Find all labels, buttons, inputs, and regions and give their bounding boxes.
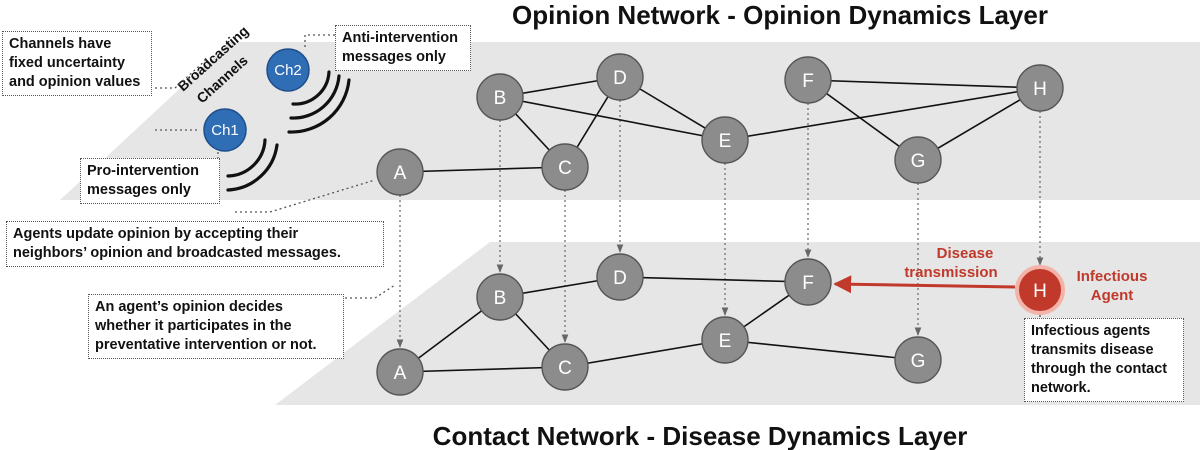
note-line: whether it participates in the — [95, 318, 292, 334]
disease-transmission-arrow — [833, 275, 1016, 294]
opinion-node-label: F — [802, 71, 814, 92]
opinion-node-E: E — [701, 116, 749, 164]
note-line: messages only — [87, 182, 191, 198]
contact-node-H: H — [1015, 265, 1065, 315]
contact-node-circle — [476, 273, 524, 321]
opinion-node-label: E — [719, 131, 732, 152]
contact-node-D: D — [596, 253, 644, 301]
contact-node-label: E — [719, 331, 732, 352]
note-agents-update: Agents update opinion by accepting their… — [6, 221, 384, 267]
opinion-node-D: D — [596, 53, 644, 101]
opinion-edge-B-E — [499, 96, 726, 141]
note-line: and opinion values — [9, 74, 141, 90]
contact-node-circle — [376, 348, 424, 396]
inter-layer-links — [396, 100, 1044, 348]
opinion-node-circle — [701, 116, 749, 164]
ch1-signal-waves — [226, 138, 279, 192]
contact-node-A: A — [376, 348, 424, 396]
opinion-node-circle — [596, 53, 644, 101]
opinion-node-circle — [541, 143, 589, 191]
contact-layer-title: Contact Network - Disease Dynamics Layer — [433, 421, 968, 450]
contact-node-C: C — [541, 343, 589, 391]
opinion-layer-title: Opinion Network - Opinion Dynamics Layer — [512, 0, 1048, 30]
opinion-node-C: C — [541, 143, 589, 191]
note-line: neighbors’ opinion and broadcasted messa… — [13, 245, 341, 261]
contact-node-circle — [701, 316, 749, 364]
infectious-agent-label-2: Agent — [1091, 287, 1134, 304]
contact-edge-A-C — [399, 366, 566, 373]
opinion-edge-F-H — [807, 79, 1041, 89]
ch2-label: Ch2 — [274, 62, 302, 79]
contact-node-circle — [1015, 265, 1065, 315]
contact-node-G: G — [894, 336, 942, 384]
infectious-agent-label-1: Infectious — [1077, 268, 1148, 285]
contact-node-circle — [541, 343, 589, 391]
ch2-signal-waves — [287, 70, 351, 134]
opinion-node-circle — [1016, 64, 1064, 112]
note-channels-fixed: Channels have fixed uncertainty and opin… — [2, 31, 152, 96]
note-pro-intervention: Pro-intervention messages only — [80, 158, 220, 204]
contact-node-label: G — [911, 351, 926, 372]
contact-edge-C-E — [564, 339, 726, 368]
contact-node-circle — [596, 253, 644, 301]
contact-node-label: D — [613, 268, 627, 289]
note-line: Pro-intervention — [87, 163, 199, 179]
note-line: fixed uncertainty — [9, 55, 126, 71]
note-anti-intervention: Anti-intervention messages only — [335, 25, 471, 71]
opinion-node-label: C — [558, 158, 572, 179]
ch1-label: Ch1 — [211, 122, 239, 139]
opinion-node-A: A — [376, 148, 424, 196]
contact-node-B: B — [476, 273, 524, 321]
note-infectious-agents: Infectious agents transmits disease thro… — [1024, 318, 1184, 402]
opinion-edge-E-H — [724, 87, 1041, 141]
contact-node-E: E — [701, 316, 749, 364]
contact-node-label: H — [1033, 281, 1047, 302]
note-line: preventative intervention or not. — [95, 337, 317, 353]
opinion-node-B: B — [476, 73, 524, 121]
contact-edge-D-F — [619, 276, 809, 283]
note-line: Infectious agents — [1031, 323, 1151, 339]
opinion-node-circle — [784, 56, 832, 104]
opinion-node-label: D — [613, 68, 627, 89]
opinion-node-circle — [894, 136, 942, 184]
opinion-edge-A-C — [399, 166, 566, 173]
channel-ch1: Ch1 — [203, 108, 247, 152]
opinion-node-label: G — [911, 151, 926, 172]
disease-label-2: transmission — [904, 264, 997, 281]
opinion-node-label: A — [394, 163, 407, 184]
note-line: transmits disease — [1031, 342, 1154, 358]
opinion-nodes: A B C D E F G H — [376, 53, 1064, 196]
opinion-node-H: H — [1016, 64, 1064, 112]
contact-node-label: F — [802, 273, 814, 294]
note-connectors — [155, 34, 1041, 318]
note-line: through the contact — [1031, 361, 1168, 377]
note-line: network. — [1031, 380, 1091, 396]
channel-ch2: Ch2 — [266, 48, 310, 92]
disease-label-1: Disease — [937, 245, 994, 262]
contact-node-circle — [894, 336, 942, 384]
opinion-node-label: B — [494, 88, 507, 109]
note-opinion-decides: An agent’s opinion decides whether it pa… — [88, 294, 344, 359]
contact-node-circle — [784, 258, 832, 306]
opinion-node-label: H — [1033, 79, 1047, 100]
opinion-node-circle — [376, 148, 424, 196]
contact-edge-E-G — [724, 339, 919, 361]
note-line: messages only — [342, 49, 446, 65]
contact-node-label: B — [494, 288, 507, 309]
note-line: Agents update opinion by accepting their — [13, 226, 299, 242]
contact-nodes: A B C D E F G H — [376, 253, 1065, 396]
opinion-node-F: F — [784, 56, 832, 104]
opinion-node-G: G — [894, 136, 942, 184]
note-line: An agent’s opinion decides — [95, 299, 283, 315]
contact-node-label: C — [558, 358, 572, 379]
contact-node-label: A — [394, 363, 407, 384]
contact-node-F: F — [784, 258, 832, 306]
opinion-node-circle — [476, 73, 524, 121]
note-line: Channels have — [9, 36, 112, 52]
note-line: Anti-intervention — [342, 30, 458, 46]
